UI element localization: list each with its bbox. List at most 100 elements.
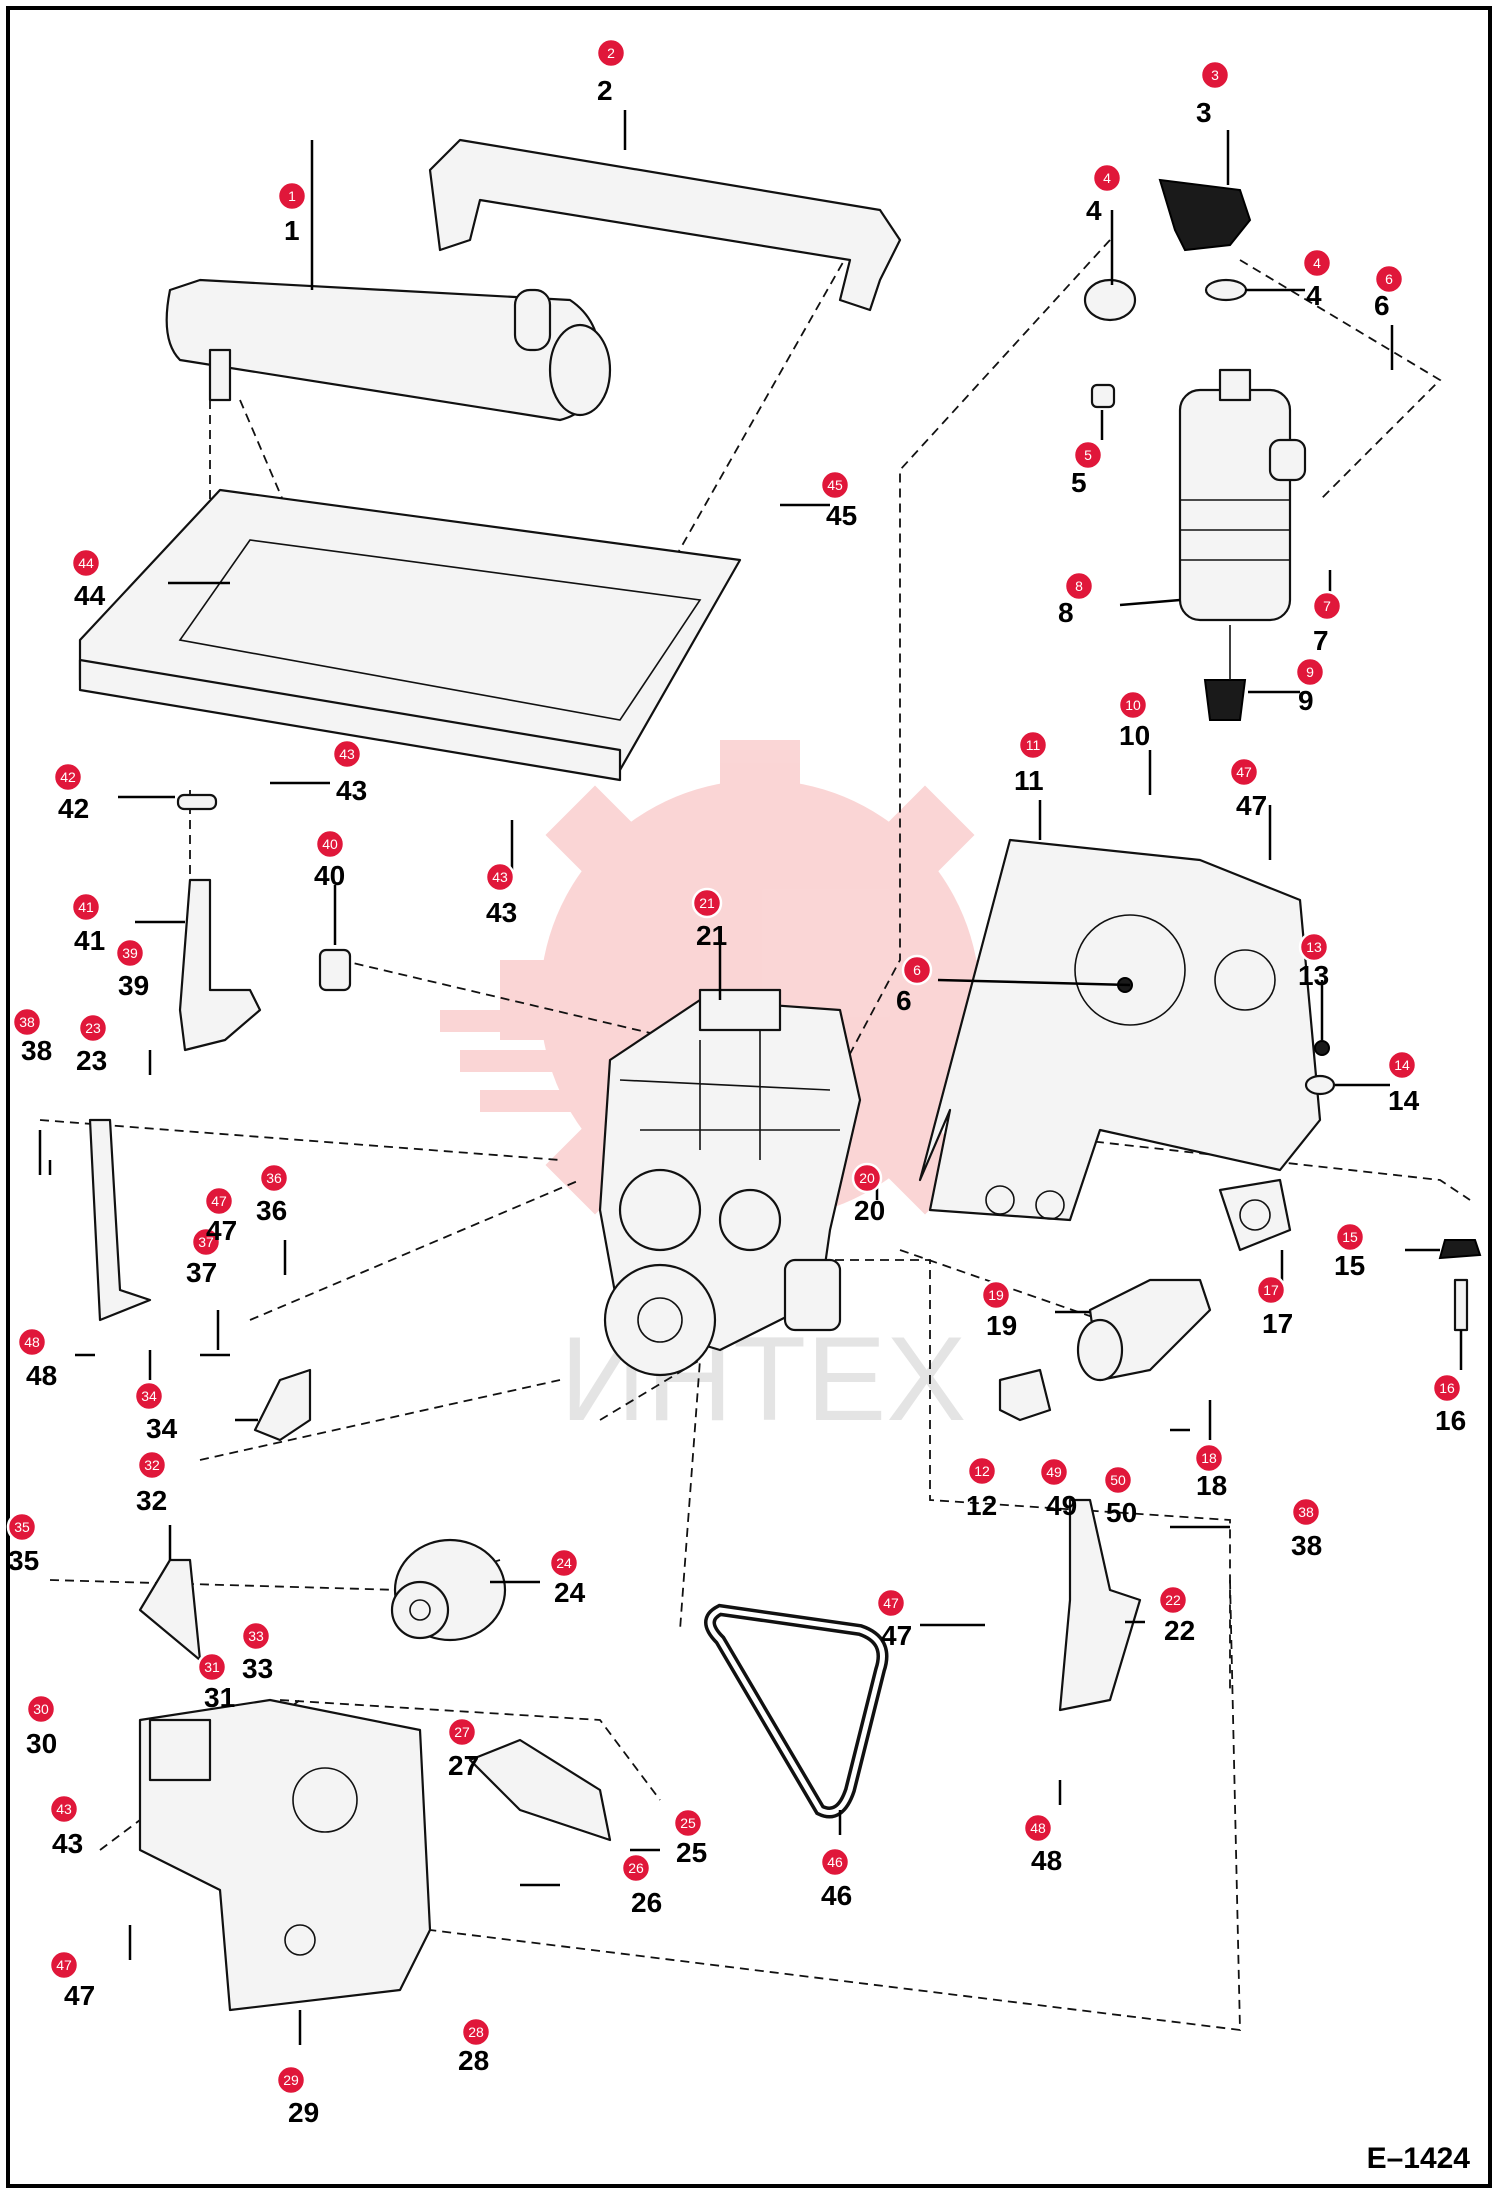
callout-badge: 13 bbox=[1298, 931, 1330, 963]
callout-badge-number: 21 bbox=[699, 895, 715, 911]
callout-label: 12 bbox=[966, 1490, 997, 1521]
callout-badge: 12 bbox=[966, 1455, 998, 1487]
callout-label: 14 bbox=[1388, 1085, 1420, 1116]
callout-badge-number: 10 bbox=[1125, 697, 1141, 713]
part-34-bracket bbox=[253, 1368, 312, 1442]
callout-badge-number: 5 bbox=[1084, 447, 1092, 463]
callout-badge-number: 47 bbox=[211, 1193, 227, 1209]
callout-label: 3 bbox=[1196, 97, 1212, 128]
callout-badge: 17 bbox=[1255, 1274, 1287, 1306]
callout-badge-number: 28 bbox=[468, 2024, 484, 2040]
callout-badge-number: 14 bbox=[1394, 1057, 1410, 1073]
callout-c4a: 44 bbox=[1086, 162, 1123, 226]
callout-badge: 43 bbox=[48, 1793, 80, 1825]
callout-c6a: 66 bbox=[1373, 263, 1405, 321]
callout-badge: 6 bbox=[1373, 263, 1405, 295]
callout-badge-number: 6 bbox=[1385, 271, 1393, 287]
callout-label: 4 bbox=[1306, 280, 1322, 311]
callout-badge: 48 bbox=[1022, 1812, 1054, 1844]
callout-badge: 10 bbox=[1117, 689, 1149, 721]
callout-label: 29 bbox=[288, 2097, 319, 2128]
callout-badge-number: 30 bbox=[33, 1701, 49, 1717]
callout-badge-number: 12 bbox=[974, 1463, 990, 1479]
callout-badge-number: 2 bbox=[607, 45, 615, 61]
part-40-gasket bbox=[318, 948, 352, 992]
callout-badge-number: 4 bbox=[1313, 255, 1321, 271]
callout-label: 36 bbox=[256, 1195, 287, 1226]
callout-badge: 42 bbox=[52, 761, 84, 793]
callout-badge-number: 48 bbox=[1030, 1820, 1046, 1836]
part-12-bracket bbox=[998, 1368, 1052, 1422]
callout-badge: 47 bbox=[203, 1185, 235, 1217]
callout-badge-number: 46 bbox=[827, 1854, 843, 1870]
callout-label: 45 bbox=[826, 500, 857, 531]
callout-badge: 40 bbox=[314, 828, 346, 860]
callout-layer: 1122334444556666778899101011111212131314… bbox=[6, 37, 1466, 2128]
callout-badge-number: 11 bbox=[1026, 737, 1041, 753]
callout-badge: 22 bbox=[1157, 1584, 1189, 1616]
diagram-frame bbox=[6, 6, 1492, 2188]
callout-badge: 8 bbox=[1063, 570, 1095, 602]
callout-c6b: 66 bbox=[896, 954, 933, 1016]
callout-label: 11 bbox=[1014, 765, 1044, 796]
callout-badge-number: 39 bbox=[122, 945, 138, 961]
callout-badge: 48 bbox=[16, 1326, 48, 1358]
callout-badge: 11 bbox=[1017, 729, 1049, 761]
part-41-tube bbox=[178, 878, 262, 1052]
callout-label: 37 bbox=[186, 1257, 217, 1288]
callout-badge-number: 27 bbox=[454, 1724, 470, 1740]
part-42-clamp bbox=[176, 793, 218, 811]
callout-badge: 45 bbox=[819, 469, 851, 501]
part-14-washer bbox=[1304, 1074, 1336, 1096]
callout-label: 48 bbox=[1031, 1845, 1062, 1876]
callout-badge: 29 bbox=[275, 2064, 307, 2096]
callout-badge: 26 bbox=[620, 1852, 652, 1884]
callout-badge-number: 42 bbox=[60, 769, 76, 785]
callout-label: 21 bbox=[696, 920, 727, 951]
callout-badge: 20 bbox=[851, 1162, 883, 1194]
callout-badge: 4 bbox=[1091, 162, 1123, 194]
callout-badge-number: 4 bbox=[1103, 170, 1111, 186]
callout-label: 19 bbox=[986, 1310, 1017, 1341]
callout-badge: 7 bbox=[1311, 590, 1343, 622]
callout-c38b: 38 38 bbox=[1290, 1496, 1322, 1561]
callout-badge-number: 16 bbox=[1439, 1380, 1455, 1396]
callout-badge-number: 36 bbox=[266, 1170, 282, 1186]
callout-badge-number: 8 bbox=[1075, 578, 1083, 594]
part-1-muffler-pipe bbox=[208, 348, 232, 402]
callout-label: 35 bbox=[8, 1545, 39, 1576]
callout-badge-number: 34 bbox=[141, 1388, 157, 1404]
part-24-alternator bbox=[390, 1538, 507, 1642]
part-16-bolt bbox=[1453, 1278, 1469, 1332]
part-17-gasket bbox=[1218, 1178, 1292, 1252]
callout-badge: 24 bbox=[548, 1547, 580, 1579]
callout-badge: 46 bbox=[819, 1846, 851, 1878]
callout-badge-number: 47 bbox=[1236, 764, 1252, 780]
callout-label: 43 bbox=[52, 1828, 83, 1859]
part-8-air-cleaner bbox=[1178, 388, 1292, 622]
callout-c2: 22 bbox=[595, 37, 627, 106]
callout-badge-number: 47 bbox=[56, 1957, 72, 1973]
callout-label: 38 bbox=[1291, 1530, 1322, 1561]
callout-label: 6 bbox=[1374, 290, 1390, 321]
callout-badge-number: 48 bbox=[24, 1334, 40, 1350]
callout-badge-number: 38 bbox=[1298, 1504, 1314, 1520]
